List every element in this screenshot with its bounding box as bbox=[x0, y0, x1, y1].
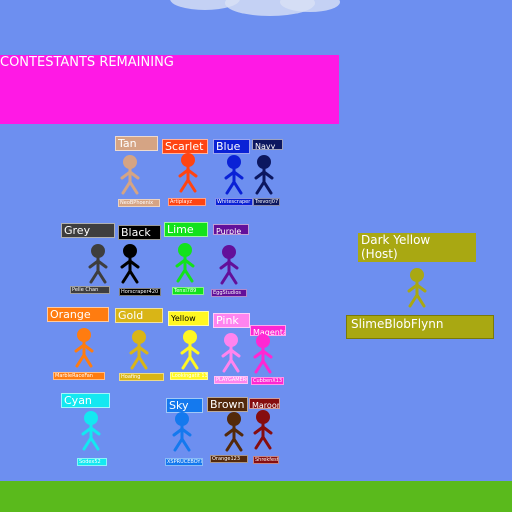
stick-figure-grey bbox=[88, 244, 108, 284]
stick-figure-lime bbox=[175, 243, 195, 283]
contestant-username-purple: EggStudios bbox=[211, 289, 247, 297]
contestant-color-label-pink: Pink bbox=[213, 313, 250, 328]
contestant-color-label-grey: Grey bbox=[61, 223, 115, 238]
stick-figure-maroon bbox=[253, 410, 273, 450]
stick-figure-gold bbox=[129, 330, 149, 370]
ground bbox=[0, 481, 512, 512]
contestant-username-yellow: Lookingatit 13 bbox=[170, 372, 208, 380]
stick-figure-cyan bbox=[81, 411, 101, 451]
stick-figure-black bbox=[120, 244, 140, 284]
contestant-username-scarlet: Artiplayz bbox=[168, 198, 206, 206]
contestant-color-label-navy: Navy bbox=[252, 139, 283, 150]
stick-figure-purple bbox=[219, 245, 239, 285]
contestant-username-sky: XSPRUCEBOYX bbox=[165, 458, 203, 466]
contestant-username-gold: Hoafing bbox=[119, 373, 164, 381]
banner-title: CONTESTANTS REMAINING bbox=[0, 55, 174, 70]
cloud bbox=[280, 0, 340, 12]
contestant-username-grey: Pelle Chan bbox=[70, 286, 110, 294]
host-color-name: Dark Yellow (Host) bbox=[361, 233, 431, 261]
contestant-color-label-lime: Lime bbox=[164, 222, 208, 237]
stick-figure-tan bbox=[120, 155, 140, 195]
contestant-color-label-yellow: Yellow bbox=[168, 311, 209, 326]
contestant-username-cyan: Sodex52 bbox=[77, 458, 107, 466]
stick-figure-scarlet bbox=[178, 153, 198, 193]
stick-figure-brown bbox=[224, 412, 244, 452]
stick-figure-navy bbox=[254, 155, 274, 195]
contestant-color-label-scarlet: Scarlet bbox=[162, 139, 208, 154]
contestant-username-tan: NeoBPhoenix bbox=[118, 199, 160, 207]
host-figure bbox=[407, 268, 427, 308]
contestant-color-label-maroon: Maroon bbox=[249, 398, 280, 409]
contestant-color-label-blue: Blue bbox=[213, 139, 250, 154]
stick-figure-orange bbox=[74, 328, 94, 368]
contestant-color-label-tan: Tan bbox=[115, 136, 158, 151]
stick-figure-yellow bbox=[180, 330, 200, 370]
contestant-color-label-cyan: Cyan bbox=[61, 393, 110, 408]
contestant-username-blue: Whitescraper bbox=[215, 198, 253, 206]
stick-figure-magenta bbox=[253, 334, 273, 374]
contestant-username-brown: Orange123 bbox=[210, 455, 248, 463]
contestant-username-navy: Trevorj07 bbox=[253, 198, 280, 206]
contestant-username-lime: Tenxi789 bbox=[172, 287, 204, 295]
contestant-username-orange: MarbleRaceFan bbox=[53, 372, 105, 380]
contestant-username-maroon: Shrekfest bbox=[253, 456, 279, 464]
host-username: SlimeBlobFlynn bbox=[346, 315, 494, 339]
host-color-label: Dark Yellow (Host) bbox=[358, 233, 476, 262]
contestant-color-label-purple: Purple bbox=[213, 224, 249, 235]
contestant-username-black: Horscraper420 bbox=[119, 288, 161, 296]
contestant-color-label-magenta: Magenta bbox=[250, 325, 286, 336]
contestant-username-magenta: CubbenX13 bbox=[251, 377, 284, 385]
contestant-username-pink: PLAYGAMEROBLOX bbox=[214, 376, 248, 384]
contestants-remaining-banner: CONTESTANTS REMAINING bbox=[0, 55, 339, 124]
contestant-color-label-sky: Sky bbox=[166, 398, 203, 413]
contestant-color-label-gold: Gold bbox=[115, 308, 163, 323]
cloud bbox=[170, 0, 240, 10]
contestant-color-label-brown: Brown bbox=[207, 397, 248, 412]
stick-figure-sky bbox=[172, 412, 192, 452]
contestant-color-label-orange: Orange bbox=[47, 307, 109, 322]
contestant-color-label-black: Black bbox=[118, 225, 161, 240]
stick-figure-blue bbox=[224, 155, 244, 195]
stick-figure-pink bbox=[221, 333, 241, 373]
